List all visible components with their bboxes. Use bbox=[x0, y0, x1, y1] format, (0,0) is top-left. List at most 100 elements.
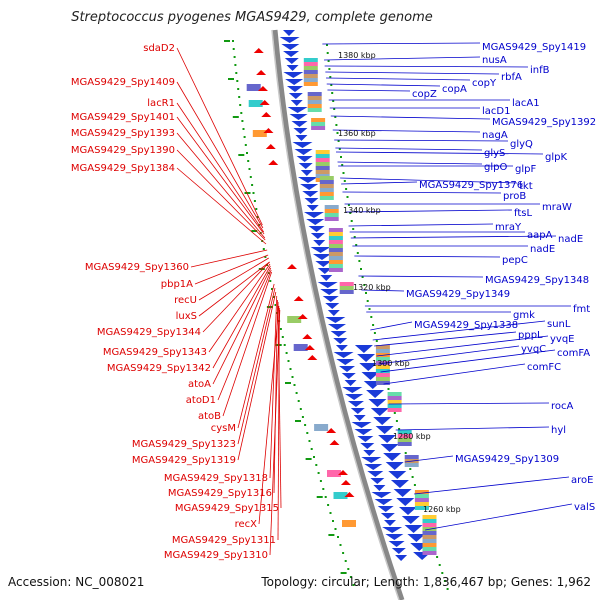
gene-label-right[interactable]: MGAS9429_Spy1338 bbox=[414, 320, 518, 331]
gene-label-right[interactable]: MGAS9429_Spy1376 bbox=[419, 180, 523, 191]
gene-label-right[interactable]: copA bbox=[442, 84, 467, 95]
gene-label-right[interactable]: MGAS9429_Spy1309 bbox=[455, 454, 559, 465]
gene-label-right[interactable]: glpF bbox=[515, 164, 536, 175]
gene-label-left[interactable]: lacR1 bbox=[147, 98, 175, 109]
leader-line bbox=[327, 89, 411, 92]
tick-dash bbox=[345, 188, 348, 190]
gene-label-right[interactable]: aapA bbox=[527, 230, 553, 241]
gene-label-right[interactable]: nadE bbox=[558, 234, 583, 245]
gene-block bbox=[397, 434, 412, 438]
gene-label-left[interactable]: cysM bbox=[211, 423, 236, 434]
gene-label-left[interactable]: recU bbox=[174, 295, 197, 306]
gene-label-left[interactable]: MGAS9429_Spy1401 bbox=[71, 112, 175, 123]
leader-line bbox=[277, 307, 280, 541]
leader-line bbox=[374, 331, 517, 347]
gene-label-right[interactable]: sunL bbox=[547, 319, 571, 330]
gene-label-left[interactable]: atoA bbox=[188, 379, 211, 390]
gene-arrow bbox=[325, 317, 346, 323]
gene-label-left[interactable]: MGAS9429_Spy1319 bbox=[132, 455, 236, 466]
gene-label-right[interactable]: MGAS9429_Spy1392 bbox=[492, 117, 596, 128]
gene-label-left[interactable]: luxS bbox=[176, 311, 197, 322]
gene-label-left[interactable]: MGAS9429_Spy1360 bbox=[85, 262, 189, 273]
gene-arrow bbox=[306, 205, 319, 211]
gene-label-left[interactable]: MGAS9429_Spy1318 bbox=[164, 473, 268, 484]
gene-label-right[interactable]: lacD1 bbox=[482, 106, 510, 117]
gene-arrow bbox=[279, 37, 300, 43]
tick-dash bbox=[356, 252, 359, 254]
gene-label-right[interactable]: nusA bbox=[482, 55, 507, 66]
gene-label-right[interactable]: glyS bbox=[484, 148, 505, 159]
gene-label-right[interactable]: copY bbox=[472, 78, 497, 89]
gene-label-right[interactable]: tkt bbox=[519, 181, 533, 192]
gene-label-left[interactable]: recX bbox=[235, 519, 258, 530]
gene-label-left[interactable]: MGAS9429_Spy1409 bbox=[71, 77, 175, 88]
gene-label-right[interactable]: yvqC bbox=[521, 344, 546, 355]
gene-block bbox=[315, 150, 330, 154]
gene-label-right[interactable]: infB bbox=[530, 65, 550, 76]
tick-dash bbox=[327, 504, 330, 506]
gene-label-left[interactable]: MGAS9429_Spy1311 bbox=[172, 535, 276, 546]
gene-label-left[interactable]: MGAS9429_Spy1393 bbox=[71, 128, 175, 139]
gene-label-right[interactable]: glpO bbox=[484, 162, 507, 173]
gene-arrow bbox=[367, 471, 384, 477]
gene-label-right[interactable]: hyl bbox=[551, 425, 566, 436]
gene-label-left[interactable]: MGAS9429_Spy1384 bbox=[71, 163, 175, 174]
tick-dash bbox=[283, 344, 286, 346]
gene-label-right[interactable]: lacA1 bbox=[512, 98, 540, 109]
gene-label-right[interactable]: MGAS9429_Spy1349 bbox=[406, 289, 510, 300]
gene-arrow bbox=[338, 470, 349, 475]
gene-block bbox=[311, 118, 326, 122]
gene-label-right[interactable]: glyQ bbox=[510, 139, 533, 150]
gene-label-left[interactable]: atoD1 bbox=[186, 395, 216, 406]
tick-dash bbox=[253, 200, 256, 202]
gene-label-left[interactable]: MGAS9429_Spy1323 bbox=[132, 439, 236, 450]
gene-label-right[interactable]: nadE bbox=[530, 244, 555, 255]
gene-label-right[interactable]: gmk bbox=[513, 310, 535, 321]
gene-label-right[interactable]: yvqE bbox=[550, 334, 575, 345]
gene-arrow bbox=[286, 86, 303, 92]
gene-label-left[interactable]: MGAS9429_Spy1390 bbox=[71, 145, 175, 156]
gene-label-right[interactable]: pppL bbox=[518, 330, 543, 341]
gene-label-right[interactable]: pepC bbox=[502, 255, 528, 266]
gene-arrow bbox=[289, 114, 308, 120]
gene-label-right[interactable]: nagA bbox=[482, 130, 508, 141]
gene-label-left[interactable]: MGAS9429_Spy1342 bbox=[107, 363, 211, 374]
gene-label-left[interactable]: pbp1A bbox=[161, 279, 193, 290]
gene-label-left[interactable]: MGAS9429_Spy1316 bbox=[168, 488, 272, 499]
tick-dash bbox=[322, 488, 325, 490]
gene-label-right[interactable]: comFC bbox=[527, 362, 561, 373]
gene-label-right[interactable]: aroE bbox=[571, 475, 593, 486]
leader-line bbox=[425, 503, 573, 531]
gene-block bbox=[328, 240, 343, 244]
gene-label-left[interactable]: sdaD2 bbox=[143, 43, 175, 54]
tick-dash bbox=[350, 220, 353, 222]
gene-label-left[interactable]: MGAS9429_Spy1344 bbox=[97, 327, 201, 338]
gene-label-right[interactable]: copZ bbox=[412, 89, 437, 100]
gene-label-right[interactable]: ftsL bbox=[514, 208, 532, 219]
gene-arrow bbox=[291, 121, 308, 127]
gene-block bbox=[315, 166, 330, 170]
gene-label-left[interactable]: MGAS9429_Spy1343 bbox=[103, 347, 207, 358]
gene-label-right[interactable]: comFA bbox=[557, 348, 590, 359]
gene-label-right[interactable]: MGAS9429_Spy1348 bbox=[485, 275, 589, 286]
gene-label-left[interactable]: MGAS9429_Spy1315 bbox=[175, 503, 279, 514]
gene-label-left[interactable]: atoB bbox=[198, 411, 221, 422]
gene-label-right[interactable]: mraY bbox=[495, 222, 522, 233]
gene-label-right[interactable]: glpK bbox=[545, 152, 567, 163]
gene-label-left[interactable]: MGAS9429_Spy1310 bbox=[164, 550, 268, 561]
gene-label-right[interactable]: mraW bbox=[542, 202, 572, 213]
gene-label-right[interactable]: fmt bbox=[573, 304, 590, 315]
gene-label-right[interactable]: rbfA bbox=[501, 72, 522, 83]
gene-label-right[interactable]: proB bbox=[503, 191, 526, 202]
gene-label-right[interactable]: MGAS9429_Spy1419 bbox=[482, 42, 586, 53]
gene-arrow bbox=[382, 527, 403, 533]
tick-dash bbox=[239, 104, 242, 106]
leader-line bbox=[202, 261, 270, 333]
gene-label-right[interactable]: valS bbox=[574, 502, 595, 513]
leader-line bbox=[176, 81, 264, 229]
scale-tick-1340: 1340 kbp bbox=[343, 206, 381, 215]
gene-block bbox=[314, 424, 329, 431]
tick-dash bbox=[305, 458, 312, 460]
gene-label-right[interactable]: rocA bbox=[551, 401, 574, 412]
gene-block bbox=[287, 316, 302, 323]
